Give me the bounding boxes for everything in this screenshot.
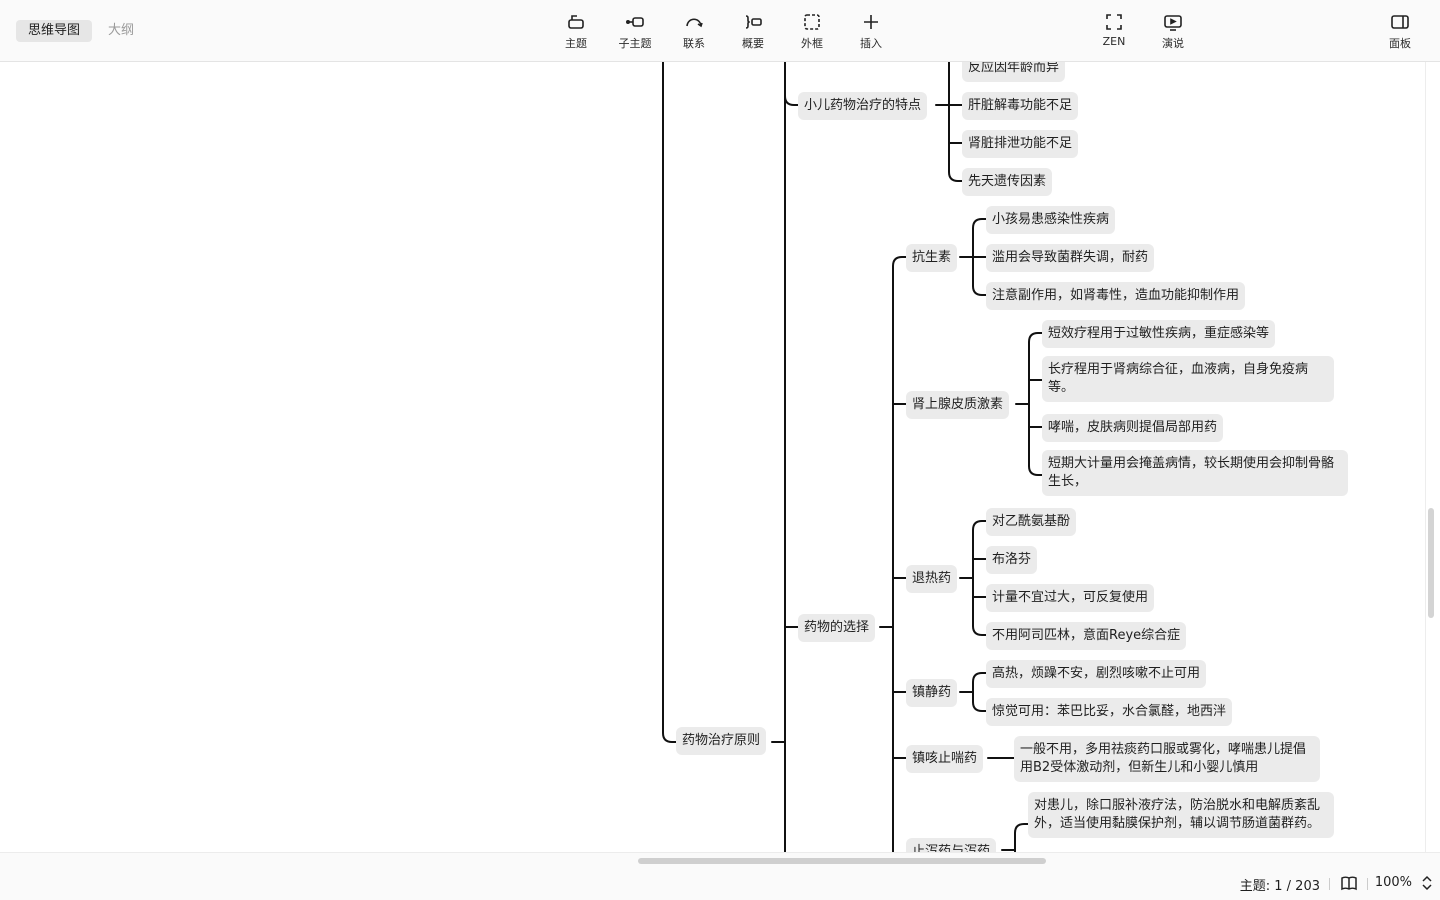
view-switch: 思维导图 大纲	[16, 20, 146, 42]
relation-icon	[686, 18, 703, 28]
vertical-scroll-track	[1425, 62, 1426, 852]
node-age-reaction[interactable]: 反应因年龄而异	[962, 62, 1066, 82]
node-antitussives[interactable]: 镇咳止喘药	[906, 745, 984, 773]
node-corticosteroids[interactable]: 肾上腺皮质激素	[906, 391, 1010, 419]
divider	[1329, 878, 1330, 890]
horizontal-scrollbar[interactable]	[638, 858, 1046, 864]
zoom-level[interactable]: 100%	[1374, 875, 1412, 890]
topic-button[interactable]: 主题	[551, 12, 601, 52]
book-icon[interactable]	[1340, 875, 1358, 891]
fullscreen-icon	[1106, 14, 1122, 30]
node-antipyretics[interactable]: 退热药	[906, 565, 958, 593]
node-antipyretics-2[interactable]: 布洛芬	[986, 546, 1038, 574]
node-drug-principle[interactable]: 药物治疗原则	[676, 727, 767, 755]
node-antibiotics-3[interactable]: 注意副作用，如肾毒性，造血功能抑制作用	[986, 282, 1246, 310]
node-antibiotics-2[interactable]: 滥用会导致菌群失调，耐药	[986, 244, 1155, 272]
node-antibiotics-1[interactable]: 小孩易患感染性疾病	[986, 206, 1116, 234]
topic-count: 主题: 1 / 203	[1239, 879, 1320, 894]
zoom-stepper-icon[interactable]	[1420, 874, 1434, 892]
topic-icon	[568, 15, 584, 29]
top-toolbar: 思维导图 大纲 主题 子主题 联系 概要 外框 插入	[0, 0, 1440, 62]
node-antipyretics-3[interactable]: 计量不宜过大，可反复使用	[986, 584, 1155, 612]
node-antipyretics-1[interactable]: 对乙酰氨基酚	[986, 508, 1077, 536]
node-sedatives[interactable]: 镇静药	[906, 679, 958, 707]
horizontal-scroll-area	[0, 852, 1440, 866]
mindmap-canvas[interactable]: 药物治疗原则 小儿药物治疗的特点 反应因年龄而异 肝脏解毒功能不足 肾脏排泄功能…	[0, 62, 1440, 852]
node-kidney[interactable]: 肾脏排泄功能不足	[962, 130, 1079, 158]
divider	[1367, 878, 1368, 890]
node-sedatives-2[interactable]: 惊觉可用：苯巴比妥，水合氯醛，地西泮	[986, 698, 1233, 726]
node-drug-selection[interactable]: 药物的选择	[798, 614, 876, 642]
node-cortico-2[interactable]: 长疗程用于肾病综合征，血液病，自身免疫病等。	[1042, 356, 1334, 402]
side-panel-icon	[1391, 15, 1409, 29]
tab-outline[interactable]: 大纲	[108, 23, 135, 38]
relation-button[interactable]: 联系	[669, 12, 719, 52]
vertical-scrollbar[interactable]	[1428, 508, 1434, 618]
node-antipyretics-4[interactable]: 不用阿司匹林，意面Reye综合症	[986, 622, 1187, 650]
play-screen-icon	[1164, 15, 1182, 31]
node-liver[interactable]: 肝脏解毒功能不足	[962, 92, 1079, 120]
subtopic-icon	[625, 17, 644, 27]
node-cortico-1[interactable]: 短效疗程用于过敏性疾病，重症感染等	[1042, 320, 1276, 348]
node-pediatric-features[interactable]: 小儿药物治疗的特点	[798, 92, 928, 120]
node-cortico-3[interactable]: 哮喘，皮肤病则提倡局部用药	[1042, 414, 1224, 442]
panel-button[interactable]: 面板	[1375, 12, 1425, 52]
present-button[interactable]: 演说	[1148, 12, 1198, 52]
boundary-icon	[804, 14, 820, 30]
tab-mindmap[interactable]: 思维导图	[16, 20, 93, 42]
node-antibiotics[interactable]: 抗生素	[906, 244, 958, 272]
node-sedatives-1[interactable]: 高热，烦躁不安，剧烈咳嗽不止可用	[986, 660, 1207, 688]
node-cortico-4[interactable]: 短期大计量用会掩盖病情，较长期使用会抑制骨骼生长，	[1042, 450, 1348, 496]
node-antitussives-1[interactable]: 一般不用，多用祛痰药口服或雾化，哮喘患儿提倡用B2受体激动剂，但新生儿和小婴儿慎…	[1014, 736, 1320, 782]
zen-button[interactable]: ZEN	[1089, 12, 1139, 52]
insert-button[interactable]: 插入	[846, 12, 896, 52]
node-antidiarrheal[interactable]: 止泻药与泻药	[906, 838, 997, 852]
boundary-button[interactable]: 外框	[787, 12, 837, 52]
subtopic-button[interactable]: 子主题	[610, 12, 660, 52]
node-antidiarrheal-1[interactable]: 对患儿，除口服补液疗法，防治脱水和电解质紊乱外，适当使用黏膜保护剂，辅以调节肠道…	[1028, 792, 1334, 838]
summary-icon	[745, 15, 762, 29]
summary-button[interactable]: 概要	[728, 12, 778, 52]
connector-lines	[662, 62, 1043, 852]
node-genetic[interactable]: 先天遗传因素	[962, 168, 1053, 196]
plus-icon	[864, 15, 878, 29]
status-bar: 主题: 1 / 203 100%	[0, 866, 1440, 900]
